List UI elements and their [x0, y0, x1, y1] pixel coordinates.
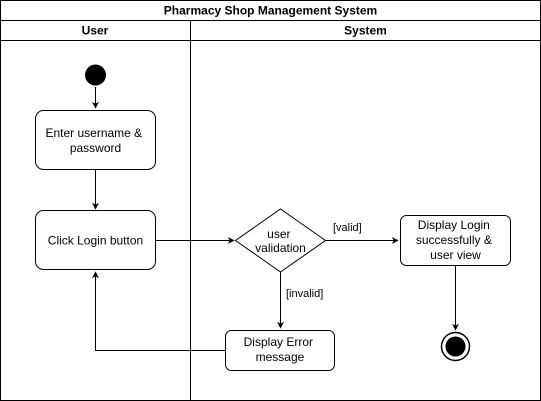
activity-display-success-line-1: Display Login: [418, 218, 490, 232]
activity-display-success: [400, 215, 511, 266]
decision-user-validation: [234, 208, 327, 273]
lane-header-user: User: [82, 24, 109, 38]
edge-label-invalid: [invalid]: [286, 288, 323, 300]
activity-enter-credentials-label: Enter username & password: [45, 126, 145, 155]
activity-enter-credentials: [35, 110, 156, 170]
activity-enter-credentials-line-1: Enter username &: [45, 126, 142, 140]
diagram-title: Pharmacy Shop Management System: [164, 4, 377, 18]
activity-display-error-line-2: message: [256, 350, 305, 364]
edge-error-to-click: [92, 271, 225, 351]
lane-header-system: System: [344, 24, 387, 38]
activity-display-success-line-3: user view: [430, 248, 481, 262]
activity-click-login: [35, 210, 156, 270]
edge-label-valid: [valid]: [333, 222, 362, 234]
start-node: [85, 64, 106, 86]
decision-user-validation-label: user validation: [255, 227, 306, 255]
decision-user-validation-line-1: user: [267, 227, 290, 241]
activity-display-error-label: Display Error message: [244, 335, 317, 364]
decision-user-validation-line-2: validation: [255, 241, 306, 255]
activity-display-success-line-2: successfully &: [416, 233, 492, 247]
activity-enter-credentials-line-2: password: [70, 141, 121, 155]
activity-display-success-label: Display Login successfully & user view: [416, 218, 495, 262]
activity-display-error-line-1: Display Error: [244, 335, 313, 349]
end-node-inner: [445, 336, 466, 357]
activity-display-error: [225, 330, 335, 371]
activity-click-login-label: Click Login button: [48, 234, 143, 248]
